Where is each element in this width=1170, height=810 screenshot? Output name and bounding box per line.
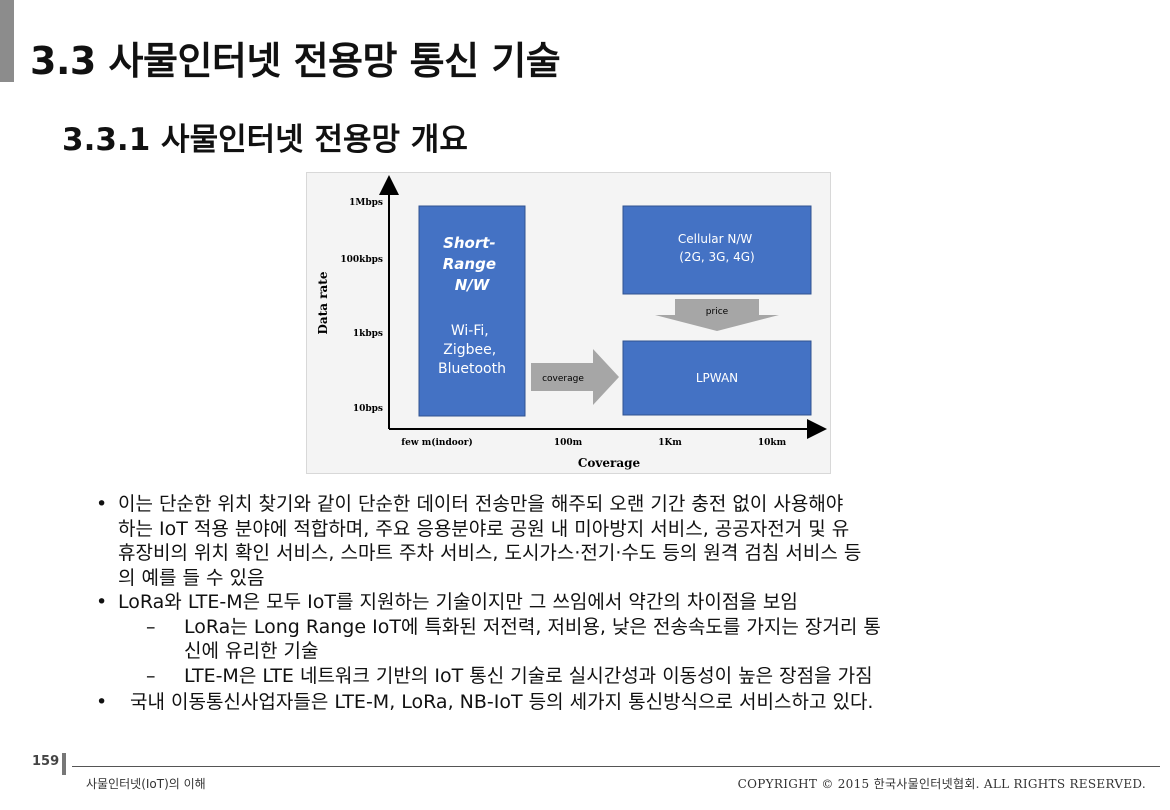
- short-range-wifi: Wi-Fi,: [451, 323, 489, 339]
- price-label: price: [706, 307, 729, 317]
- footer-course-title: 사물인터넷(IoT)의 이해: [86, 777, 206, 791]
- lpwan-label: LPWAN: [696, 371, 738, 385]
- bullet-item: • LoRa와 LTE-M은 모두 IoT를 지원하는 기술이지만 그 쓰임에서…: [96, 590, 1096, 615]
- short-range-zigbee: Zigbee,: [443, 342, 496, 358]
- bullet-line: 신에 유리한 기술: [184, 640, 319, 662]
- bullet-line: LoRa와 LTE-M은 모두 IoT를 지원하는 기술이지만 그 쓰임에서 약…: [118, 591, 798, 613]
- bullet-marker: •: [96, 591, 108, 613]
- short-range-title-2: Range: [443, 255, 496, 273]
- x-tick-10km: 10km: [758, 438, 787, 448]
- y-tick-100kbps: 100kbps: [340, 255, 383, 265]
- cellular-label-2: (2G, 3G, 4G): [679, 250, 754, 264]
- bullet-item: • 국내 이동통신사업자들은 LTE-M, LoRa, NB-IoT 등의 세가…: [96, 690, 1096, 715]
- bullet-line: 국내 이동통신사업자들은 LTE-M, LoRa, NB-IoT 등의 세가지 …: [130, 691, 874, 713]
- bullet-line: 의 예를 들 수 있음: [118, 566, 265, 589]
- lpwan-box: [622, 340, 812, 416]
- page-title: 3.3 사물인터넷 전용망 통신 기술: [30, 39, 561, 83]
- x-axis-label: Coverage: [578, 456, 641, 470]
- y-tick-1mbps: 1Mbps: [349, 198, 383, 208]
- bullet-list: • 이는 단순한 위치 찾기와 같이 단순한 데이터 전송만을 해주되 오랜 기…: [96, 492, 1096, 715]
- x-tick-few-m: few m(indoor): [401, 437, 473, 448]
- bullet-line: 휴장비의 위치 확인 서비스, 스마트 주차 서비스, 도시가스·전기·수도 등…: [118, 542, 862, 564]
- short-range-title: Short- Range N/W: [443, 234, 502, 294]
- sub-bullet-marker: –: [146, 615, 156, 638]
- y-tick-1kbps: 1kbps: [353, 329, 383, 339]
- bullet-line: LTE-M은 LTE 네트워크 기반의 IoT 통신 기술로 실시간성과 이동성…: [184, 664, 873, 687]
- footer-copyright: COPYRIGHT © 2015 한국사물인터넷협회. ALL RIGHTS R…: [737, 777, 1146, 791]
- coverage-arrow: [531, 349, 619, 405]
- short-range-bluetooth: Bluetooth: [438, 361, 506, 377]
- y-axis-label: Data rate: [316, 271, 330, 334]
- bullet-marker: •: [96, 493, 108, 515]
- y-tick-10bps: 10bps: [353, 404, 383, 414]
- short-range-title-1: Short-: [443, 234, 496, 252]
- price-arrow: [655, 299, 779, 331]
- cellular-label: Cellular N/W (2G, 3G, 4G): [678, 232, 756, 264]
- sub-bullet-item: – LoRa는 Long Range IoT에 특화된 저전력, 저비용, 낮은…: [96, 615, 1096, 664]
- page-number-bar: [62, 753, 66, 775]
- bullet-line: 하는 IoT 적용 분야에 적합하며, 주요 응용분야로 공원 내 미아방지 서…: [118, 517, 850, 540]
- cellular-label-1: Cellular N/W: [678, 232, 752, 246]
- sub-bullet-marker: –: [146, 664, 156, 687]
- cellular-box: [622, 205, 812, 295]
- coverage-label: coverage: [542, 374, 584, 384]
- footer-divider: [72, 766, 1160, 767]
- bullet-line: 이는 단순한 위치 찾기와 같이 단순한 데이터 전송만을 해주되 오랜 기간 …: [118, 493, 844, 515]
- short-range-title-3: N/W: [455, 276, 491, 294]
- page-number: 159: [32, 754, 60, 769]
- network-diagram: Data rate Coverage 1Mbps 100kbps 1kbps 1…: [316, 175, 827, 470]
- x-tick-1km: 1Km: [658, 438, 682, 448]
- section-subtitle: 3.3.1 사물인터넷 전용망 개요: [62, 122, 468, 158]
- title-accent-bar: [0, 0, 14, 82]
- iot-network-figure: Data rate Coverage 1Mbps 100kbps 1kbps 1…: [306, 172, 831, 474]
- sub-bullet-item: – LTE-M은 LTE 네트워크 기반의 IoT 통신 기술로 실시간성과 이…: [96, 664, 1096, 689]
- bullet-line: LoRa는 Long Range IoT에 특화된 저전력, 저비용, 낮은 전…: [184, 615, 881, 638]
- x-tick-100m: 100m: [554, 438, 583, 448]
- bullet-item: • 이는 단순한 위치 찾기와 같이 단순한 데이터 전송만을 해주되 오랜 기…: [96, 492, 1096, 590]
- bullet-marker: •: [96, 691, 108, 713]
- short-range-items: Wi-Fi, Zigbee, Bluetooth: [438, 323, 506, 377]
- short-range-box: [418, 205, 526, 417]
